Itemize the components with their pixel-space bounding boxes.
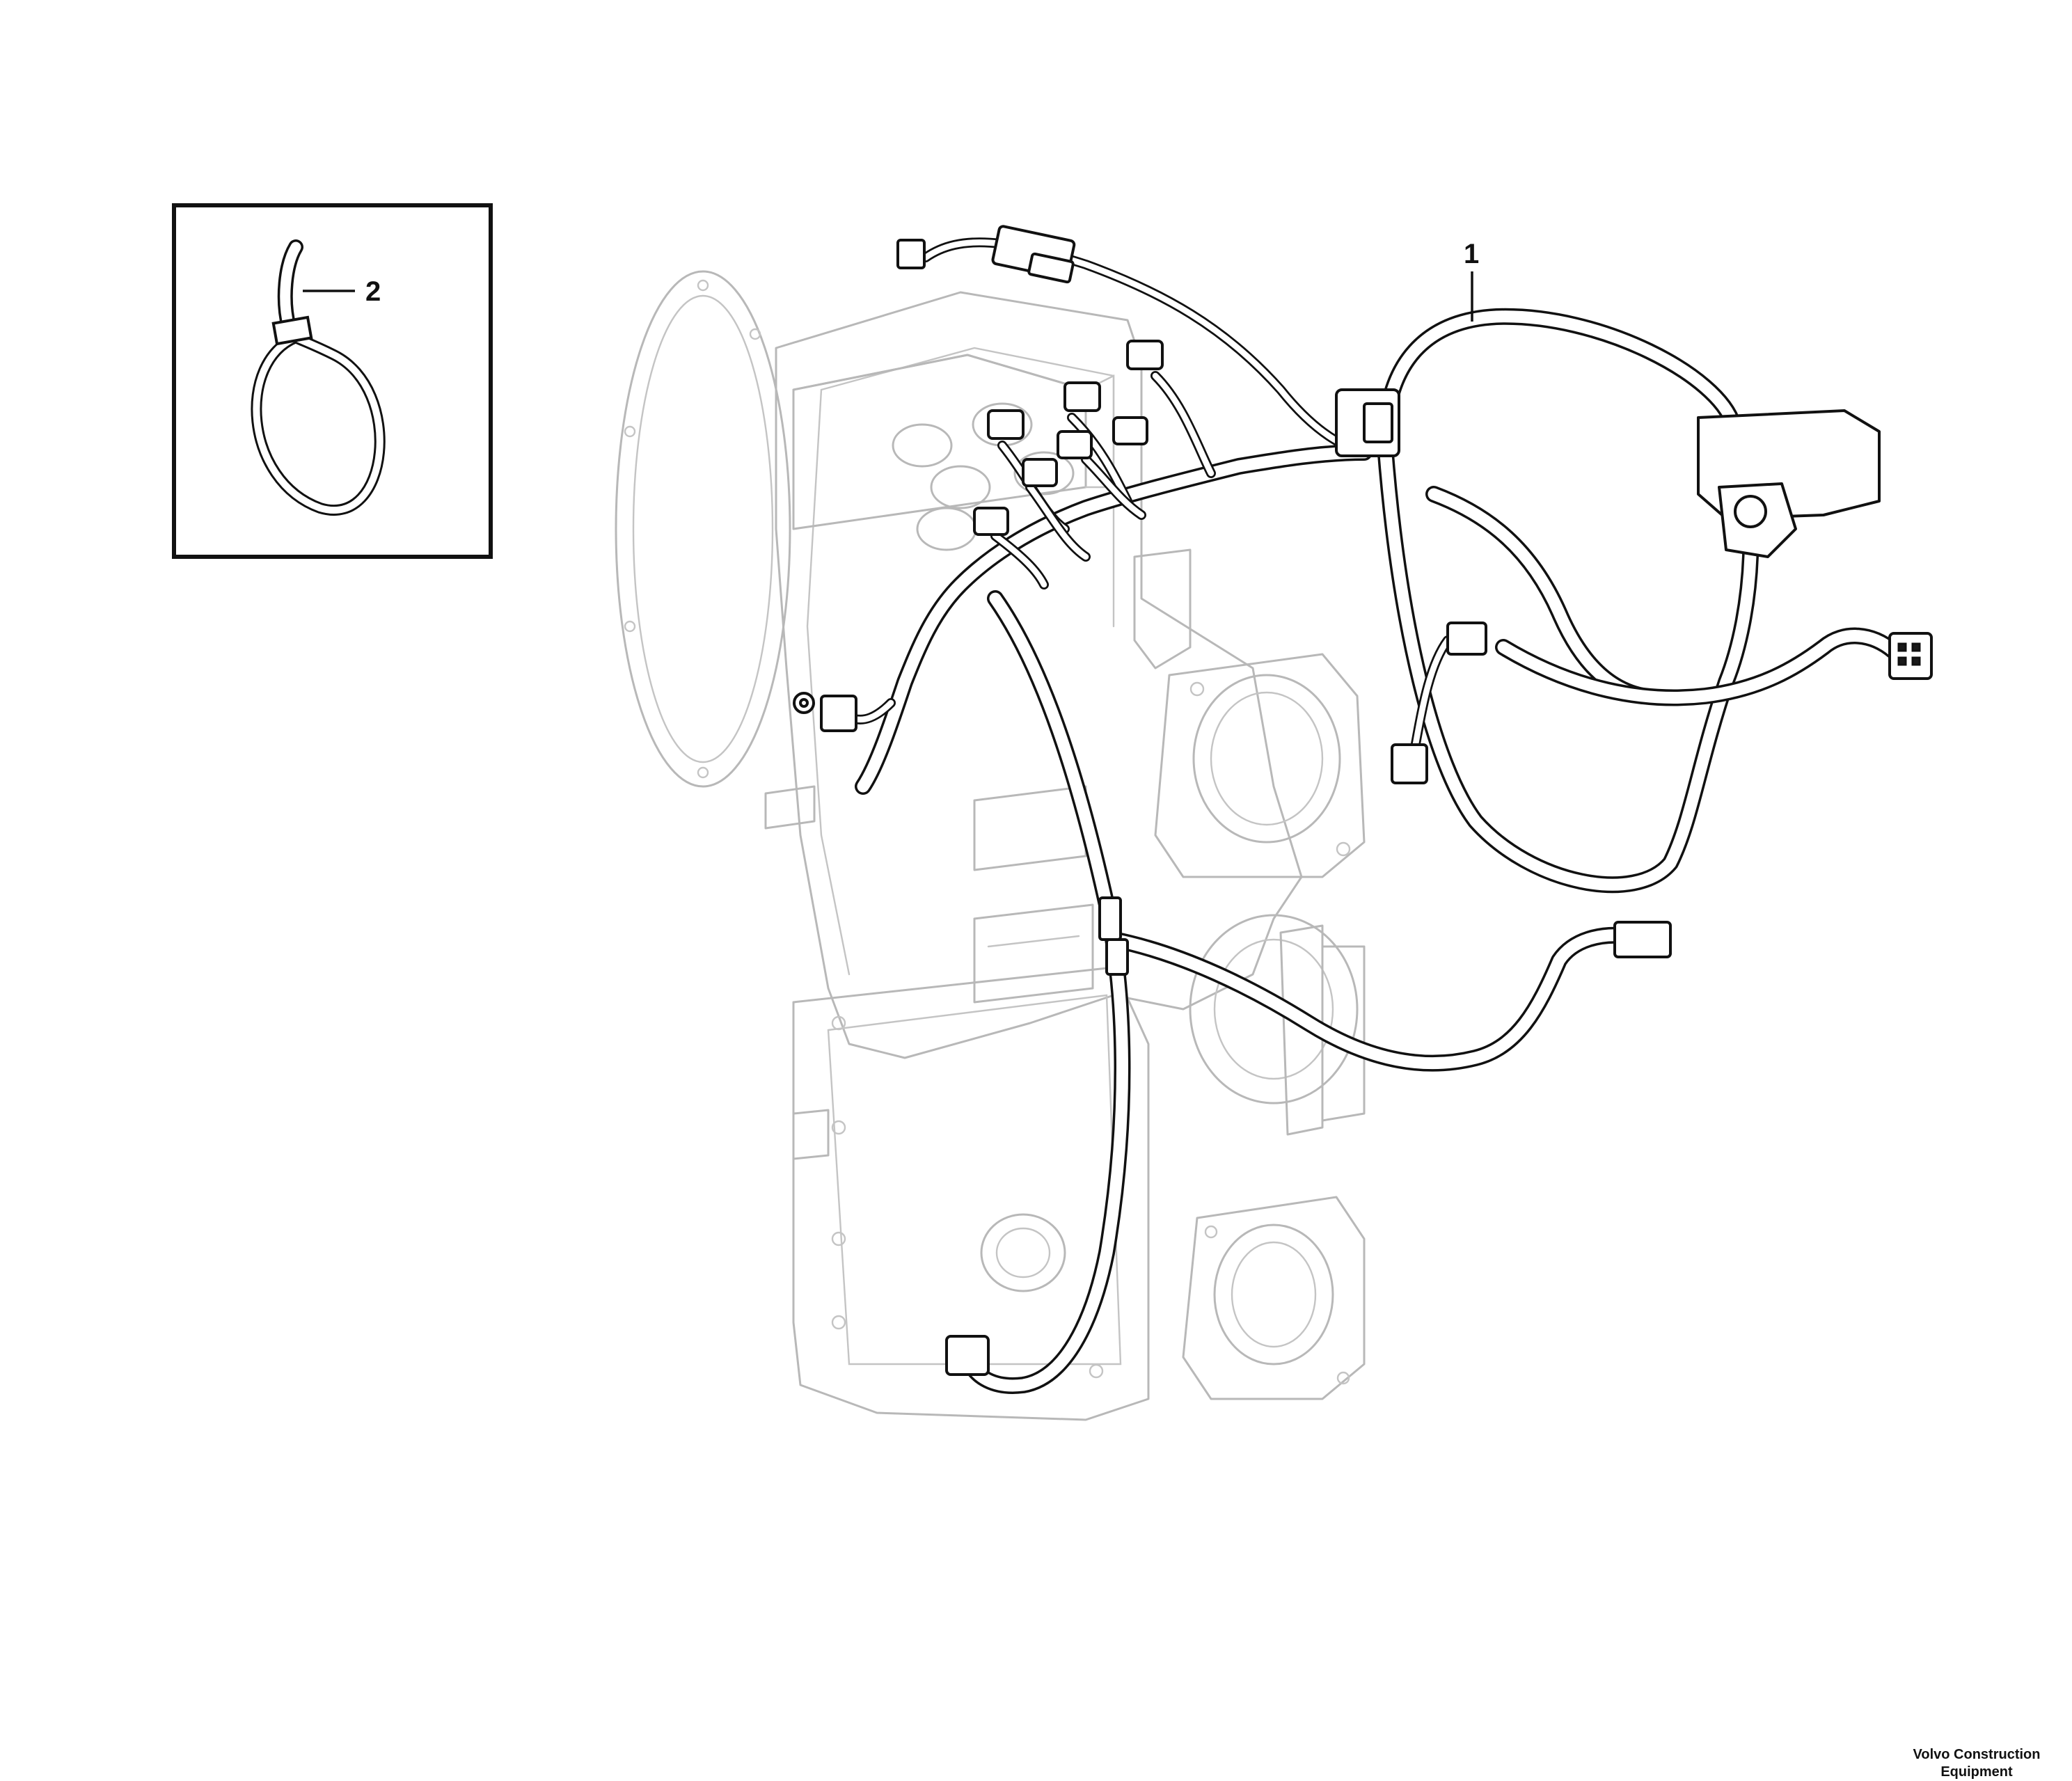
lower-port-flange [1182, 1196, 1366, 1400]
callout-1: 1 [1464, 239, 1479, 322]
exploded-parts-diagram: 2 1 [172, 203, 1933, 1421]
cable-tie-inset [172, 203, 493, 559]
middle-port-flange [1189, 914, 1366, 1136]
company-name-line1: Volvo Construction [1913, 1747, 2041, 1762]
harness-connectors [793, 225, 1933, 1376]
callout-2: 2 [303, 276, 381, 307]
upper-port-flange [1154, 653, 1366, 878]
cable-tie-illustration [251, 239, 386, 516]
company-name: Volvo Construction Equipment [1837, 1746, 2072, 1781]
callout-label-2: 2 [365, 276, 381, 307]
company-name-line2: Equipment [1940, 1764, 2013, 1780]
callout-label-1: 1 [1464, 239, 1479, 269]
wiring-harness [844, 237, 1901, 1394]
transmission-housing [615, 270, 1366, 1421]
side-brackets [973, 548, 1192, 1004]
